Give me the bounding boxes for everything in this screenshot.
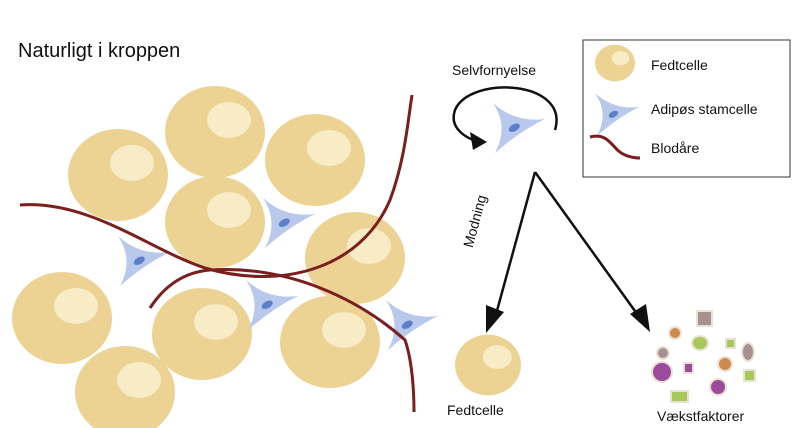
arrow-head-icon [470,132,487,150]
arrow-head-icon [486,305,504,333]
fat-cell-result [455,334,521,396]
self-renewal-label: Selvfornyelse [452,62,537,78]
legend-fat-cell: Fedtcelle [651,57,708,73]
fat-cell-label: Fedtcelle [447,402,504,418]
blood-vessels [19,94,416,413]
self-renewal [452,86,558,153]
legend-stem-cell: Adipøs stamcelle [651,101,758,117]
legend-fat-cell-icon [595,44,635,82]
fat-cell-cluster [12,86,405,428]
arrow-head-icon [630,304,650,332]
page-title: Naturligt i kroppen [18,40,181,62]
legend-blood-vessel: Blodåre [651,140,700,156]
growth-factors-label: Vækstfaktorer [657,408,745,424]
arrows [493,171,642,319]
growth-factors [651,310,756,403]
legend-box [582,39,791,178]
legend-blood-vessel-icon [589,134,641,160]
